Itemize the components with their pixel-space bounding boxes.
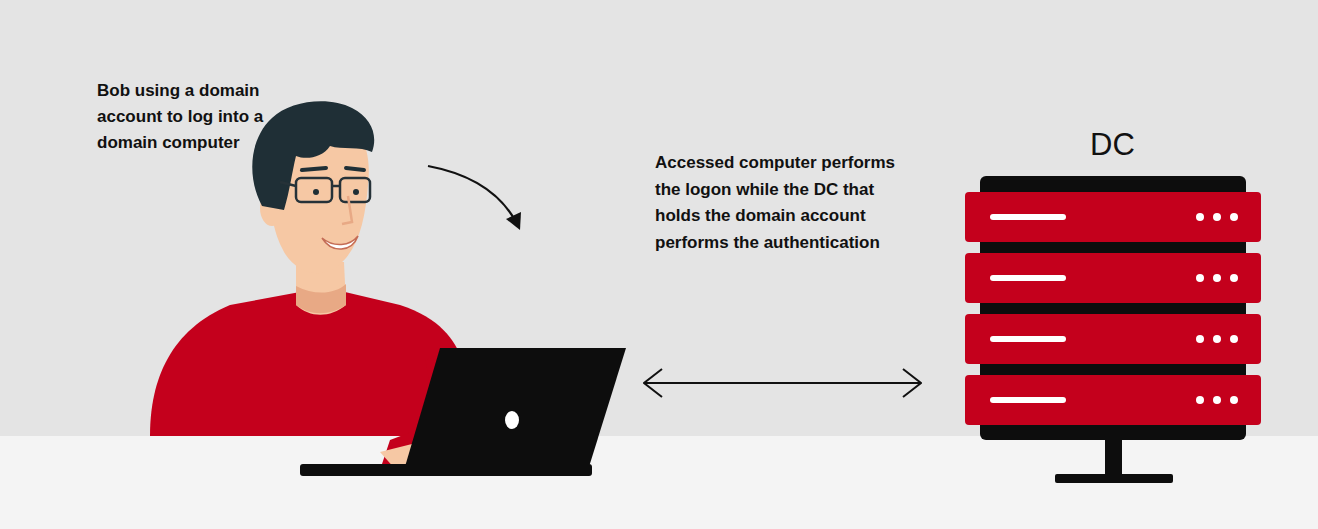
server-rack xyxy=(965,176,1261,483)
edge-label: Accessed computer performs the logon whi… xyxy=(655,150,923,256)
server-title: DC xyxy=(925,127,1300,163)
laptop-icon xyxy=(300,348,626,476)
double-arrow xyxy=(644,382,921,384)
user-caption: Bob using a domain account to log into a… xyxy=(97,78,267,156)
user-workstation: Bob using a domain account to log into a… xyxy=(60,20,640,475)
background-floor xyxy=(0,436,1318,529)
domain-controller: DC xyxy=(925,125,1304,485)
curved-arrowhead xyxy=(506,212,521,230)
curved-arrow xyxy=(428,166,516,222)
